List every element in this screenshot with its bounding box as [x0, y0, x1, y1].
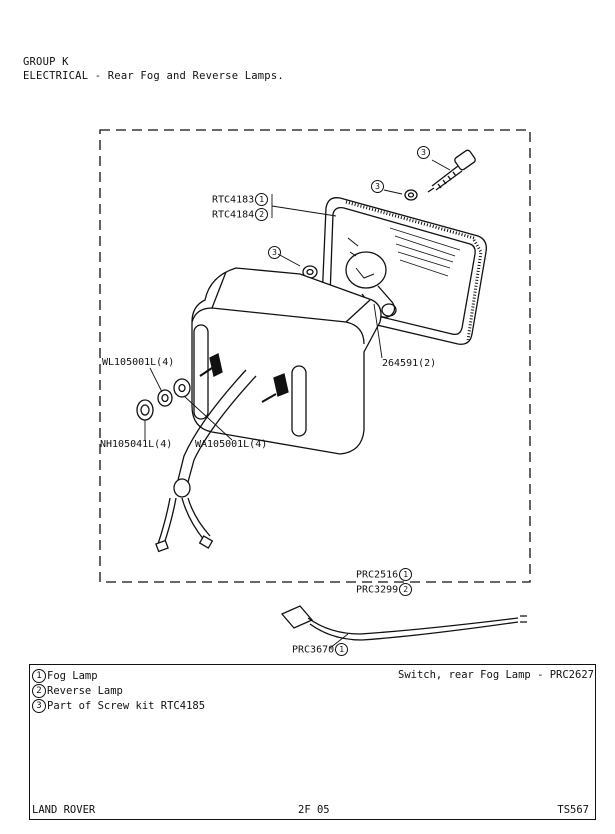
bulb-drawing [345, 237, 397, 318]
footer-brand: LAND ROVER [32, 804, 96, 816]
callout-nut: NH105041L(4) [100, 439, 173, 450]
group-heading: GROUP K [23, 56, 69, 68]
lamp-body-drawing [191, 267, 382, 455]
washer-drawing [302, 189, 418, 279]
callout-spring-washer: WL105001L(4) [102, 357, 175, 368]
fastener-stack-drawing [136, 378, 191, 421]
callout-plain-washer: WA105001L(4) [195, 439, 268, 450]
footer-page-number: 2F 05 [298, 804, 330, 816]
cable-drawing [155, 369, 257, 553]
callout-washer-lower: 3 [267, 246, 281, 259]
callout-screw: 3 [416, 146, 430, 159]
callout-bulb: 264591(2) [382, 358, 437, 369]
callout-washer-upper: 3 [370, 180, 384, 193]
kit-boundary [99, 129, 531, 583]
switch-note: Switch, rear Fog Lamp - PRC2627 [398, 669, 594, 681]
switch-lead-drawing [280, 605, 527, 641]
screw-drawing [427, 149, 476, 193]
footer-drawing-code: TS567 [557, 804, 589, 816]
page-title: ELECTRICAL - Rear Fog and Reverse Lamps. [23, 70, 284, 82]
